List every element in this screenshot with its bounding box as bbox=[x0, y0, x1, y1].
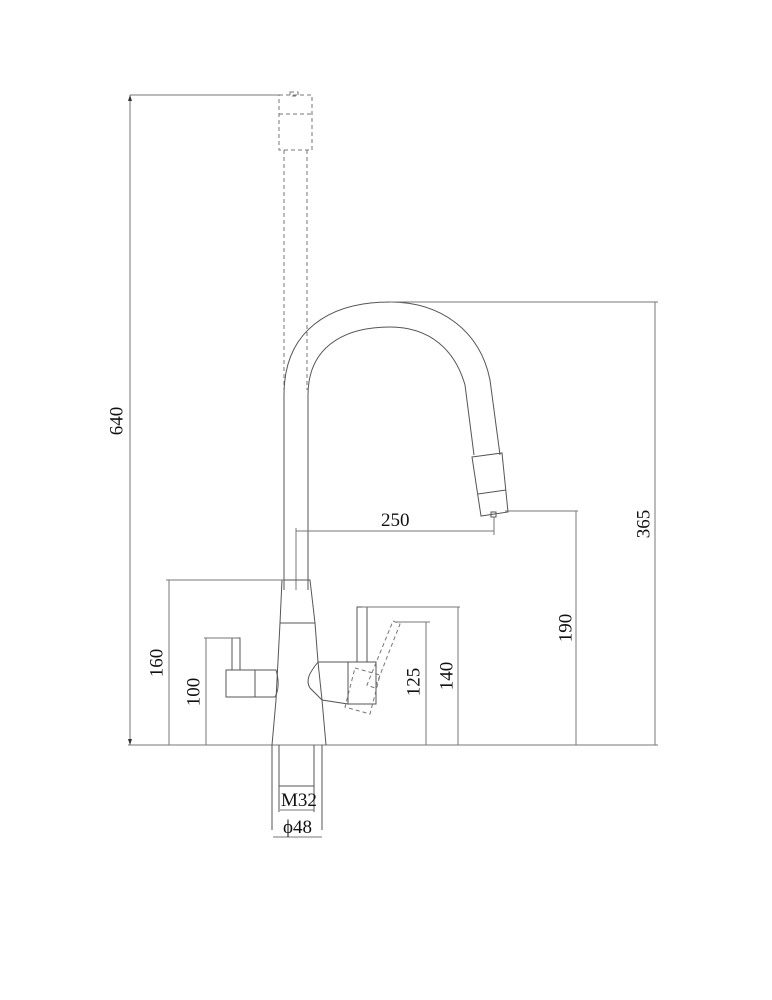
spout-inner bbox=[307, 326, 475, 590]
spray-head bbox=[471, 452, 509, 517]
left-lever-handle bbox=[231, 637, 241, 671]
right-lever-rotated bbox=[344, 620, 401, 715]
dim-250-label: 250 bbox=[381, 510, 410, 531]
dim-140-label: 140 bbox=[436, 661, 458, 691]
dim-640-label: 640 bbox=[106, 406, 128, 436]
body-left bbox=[271, 579, 283, 746]
dim-365-label: 365 bbox=[633, 509, 655, 539]
thread-label: M32 bbox=[281, 790, 317, 811]
spout-outer bbox=[283, 301, 501, 590]
pulled-spout-head bbox=[278, 94, 313, 151]
dim-190-label: 190 bbox=[555, 613, 577, 643]
right-lever-handle bbox=[356, 606, 368, 663]
left-valve-body bbox=[225, 669, 279, 698]
pulled-spout-tip bbox=[289, 91, 299, 97]
base-diameter-label: ϕ48 bbox=[283, 817, 313, 838]
right-valve-cap bbox=[347, 661, 377, 705]
body-right bbox=[282, 579, 327, 746]
dim-160-label: 160 bbox=[146, 648, 168, 678]
right-valve-body bbox=[307, 661, 349, 705]
spray-head-divider bbox=[477, 489, 507, 495]
dim-125-label: 125 bbox=[403, 667, 425, 697]
dim-100-label: 100 bbox=[183, 677, 205, 707]
